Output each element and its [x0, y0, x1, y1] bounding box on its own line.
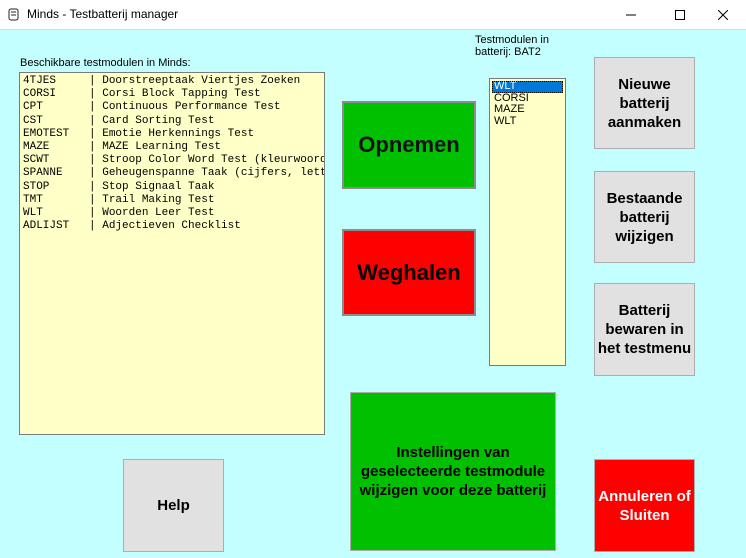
module-name: Stroop Color Word Test (kleurwoord — [102, 154, 325, 167]
module-settings-button[interactable]: Instellingen van geselecteerde testmodul… — [350, 392, 556, 551]
module-code: WLT — [23, 206, 90, 219]
module-name: Adjectieven Checklist — [102, 220, 241, 233]
battery-module-row[interactable]: MAZE — [494, 103, 525, 115]
column-separator: | — [89, 114, 103, 127]
column-separator: | — [89, 75, 103, 87]
battery-module-row[interactable]: WLT — [492, 80, 563, 93]
module-code: TMT — [23, 193, 90, 206]
column-separator: | — [89, 127, 103, 140]
module-name: Continuous Performance Test — [102, 101, 281, 114]
app-icon — [8, 8, 19, 21]
battery-module-row[interactable]: CORSI — [494, 91, 529, 104]
minimize-button[interactable] — [608, 0, 654, 30]
module-name: Geheugenspanne Taak (cijfers, lett — [102, 167, 325, 180]
help-button[interactable]: Help — [123, 459, 224, 552]
module-name: Doorstreeptaak Viertjes Zoeken — [102, 75, 301, 87]
new-battery-button[interactable]: Nieuwe batterij aanmaken — [594, 57, 695, 149]
module-code: SCWT — [23, 154, 90, 167]
column-separator: | — [89, 167, 103, 180]
available-module-row[interactable]: CST | Card Sorting Test — [23, 115, 324, 128]
available-module-row[interactable]: TMT | Trail Making Test — [23, 194, 324, 207]
close-button[interactable] — [700, 0, 746, 30]
module-name: Woorden Leer Test — [102, 206, 215, 219]
module-name: Trail Making Test — [102, 193, 215, 206]
available-module-row[interactable]: ADLIJST | Adjectieven Checklist — [23, 220, 324, 233]
column-separator: | — [89, 154, 103, 167]
module-code: EMOTEST — [23, 127, 90, 140]
available-module-row[interactable]: WLT | Woorden Leer Test — [23, 207, 324, 220]
column-separator: | — [89, 140, 103, 153]
available-modules-label: Beschikbare testmodulen in Minds: — [20, 57, 191, 69]
module-name: MAZE Learning Test — [102, 140, 222, 153]
column-separator: | — [89, 88, 103, 101]
maximize-icon — [675, 10, 685, 20]
module-code: STOP — [23, 180, 90, 193]
minimize-icon — [626, 14, 636, 16]
module-code: CPT — [23, 101, 90, 114]
column-separator: | — [89, 220, 103, 233]
available-module-row[interactable]: SCWT | Stroop Color Word Test (kleurwoor… — [23, 154, 324, 167]
save-battery-button[interactable]: Batterij bewaren in het testmenu — [594, 283, 695, 376]
available-module-row[interactable]: EMOTEST | Emotie Herkennings Test — [23, 128, 324, 141]
module-code: CORSI — [23, 88, 90, 101]
module-name: Corsi Block Tapping Test — [102, 88, 261, 101]
title-bar: Minds - Testbatterij manager — [0, 0, 746, 30]
available-module-row[interactable]: STOP | Stop Signaal Taak — [23, 181, 324, 194]
column-separator: | — [89, 206, 103, 219]
module-name: Stop Signaal Taak — [102, 180, 215, 193]
module-code: SPANNE — [23, 167, 90, 180]
available-module-row[interactable]: SPANNE | Geheugenspanne Taak (cijfers, l… — [23, 167, 324, 180]
maximize-button[interactable] — [657, 0, 703, 30]
module-code: 4TJES — [23, 75, 90, 87]
module-name: Emotie Herkennings Test — [102, 127, 255, 140]
available-module-row[interactable]: CORSI | Corsi Block Tapping Test — [23, 88, 324, 101]
column-separator: | — [89, 180, 103, 193]
available-module-row[interactable]: 4TJES | Doorstreeptaak Viertjes Zoeken — [23, 75, 324, 88]
module-name: Card Sorting Test — [102, 114, 215, 127]
opnemen-button[interactable]: Opnemen — [342, 101, 476, 189]
weghalen-button[interactable]: Weghalen — [342, 229, 476, 316]
close-icon — [718, 10, 728, 20]
module-code: MAZE — [23, 140, 90, 153]
battery-modules-label: Testmodulen in batterij: BAT2 — [475, 34, 549, 58]
battery-module-row[interactable]: WLT — [494, 114, 517, 127]
module-code: CST — [23, 114, 90, 127]
module-code: ADLIJST — [23, 220, 90, 233]
column-separator: | — [89, 101, 103, 114]
cancel-close-button[interactable]: Annuleren of Sluiten — [594, 459, 695, 552]
window-title: Minds - Testbatterij manager — [27, 7, 179, 21]
available-module-row[interactable]: MAZE | MAZE Learning Test — [23, 141, 324, 154]
column-separator: | — [89, 193, 103, 206]
available-module-row[interactable]: CPT | Continuous Performance Test — [23, 101, 324, 114]
edit-battery-button[interactable]: Bestaande batterij wijzigen — [594, 171, 695, 263]
